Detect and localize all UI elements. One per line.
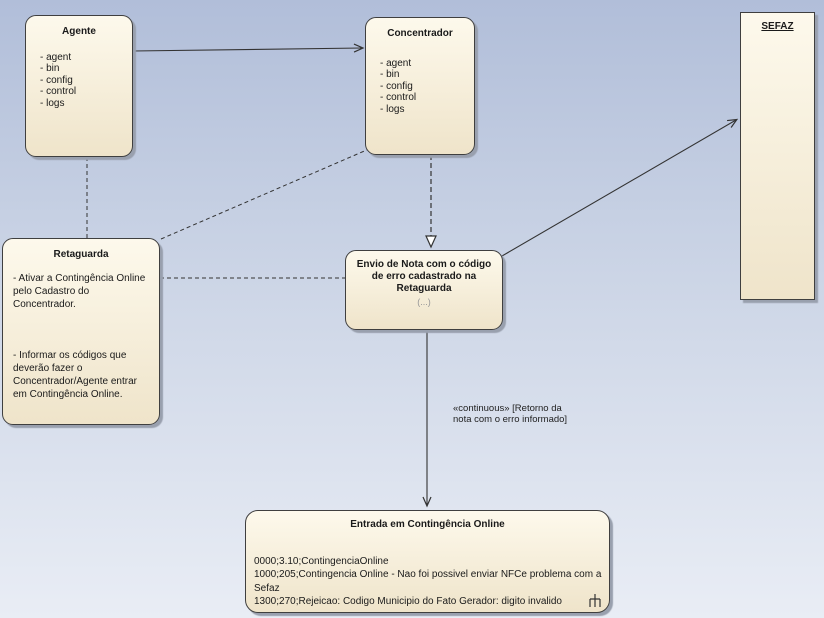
node-entrada-contingencia[interactable]: Entrada em Contingência Online 0000;3.10… xyxy=(245,510,610,613)
node-retaguarda-title: Retaguarda xyxy=(53,249,109,260)
attribute: - control xyxy=(380,92,417,103)
attribute: - logs xyxy=(380,103,405,115)
edge-retaguarda-concentrador xyxy=(160,148,370,240)
node-concentrador-attributes: - agent - bin - config - control - logs xyxy=(366,40,474,116)
code-line: 0000;3.10;ContingenciaOnline xyxy=(254,555,389,567)
node-retaguarda[interactable]: Retaguarda - Ativar a Contingência Onlin… xyxy=(2,238,160,425)
node-retaguarda-note-2: - Informar os códigos que deverão fazer … xyxy=(13,349,137,400)
node-entrada-codes: 0000;3.10;ContingenciaOnline 1000;205;Co… xyxy=(246,531,609,609)
node-agente-title: Agente xyxy=(62,26,96,37)
node-sefaz-title: SEFAZ xyxy=(761,21,794,32)
node-entrada-title: Entrada em Contingência Online xyxy=(350,519,505,530)
edge-label-continuous: «continuous» [Retorno da nota com o erro… xyxy=(453,403,568,425)
node-retaguarda-note-1: - Ativar a Contingência Online pelo Cada… xyxy=(13,272,146,310)
code-line: 1300;270;Rejeicao: Codigo Municipio do F… xyxy=(254,596,562,607)
attribute: - control xyxy=(40,86,77,97)
composite-rake-icon xyxy=(589,594,601,607)
node-agente-attributes: - agent - bin - config - control - logs xyxy=(26,38,132,110)
attribute: - agent xyxy=(380,57,412,69)
code-line: 1000;205;Contingencia Online - Nao foi p… xyxy=(254,569,602,594)
node-envio-subtitle: (...) xyxy=(417,297,431,307)
attribute: - config xyxy=(40,74,73,86)
node-envio-title: Envio de Nota com o código de erro cadas… xyxy=(356,259,492,294)
attribute: - config xyxy=(380,80,413,92)
edge-envio-sefaz xyxy=(501,118,739,257)
attribute: - logs xyxy=(40,97,65,109)
attribute: - bin xyxy=(380,69,400,80)
node-envio-de-nota[interactable]: Envio de Nota com o código de erro cadas… xyxy=(345,250,503,330)
node-concentrador-title: Concentrador xyxy=(387,28,453,39)
attribute: - bin xyxy=(40,63,60,74)
edge-agente-concentrador xyxy=(132,43,365,53)
node-agente[interactable]: Agente - agent - bin - config - control … xyxy=(25,15,133,157)
attribute: - agent xyxy=(40,51,72,63)
node-sefaz[interactable]: SEFAZ xyxy=(740,12,815,300)
node-concentrador[interactable]: Concentrador - agent - bin - config - co… xyxy=(365,17,475,155)
